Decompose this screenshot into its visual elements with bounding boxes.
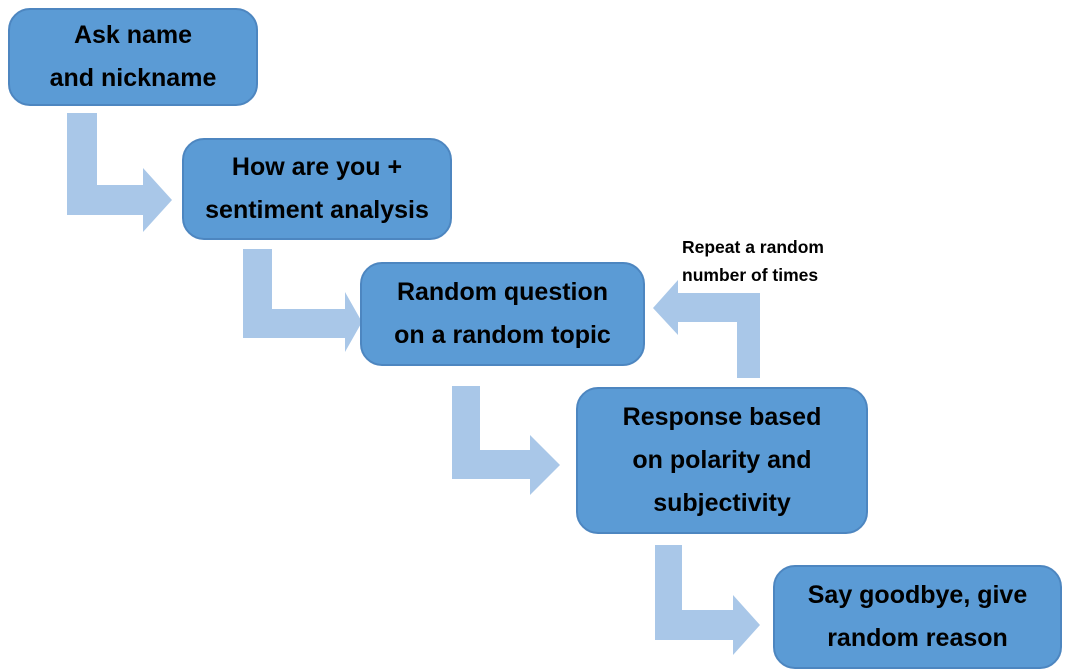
flow-arrow-3 [452,386,560,495]
flow-arrow-2 [243,249,362,352]
node-text-line: Ask name [73,21,193,49]
repeat-loop-label: Repeat a random number of times [682,233,824,289]
node-text-line: Random question [396,278,609,306]
repeat-loop-label-line: number of times [682,265,819,285]
node-text-line: Say goodbye, give [807,581,1028,609]
node-goodbye: Say goodbye, give random reason [773,565,1062,669]
node-text-line: How are you + [231,153,403,181]
flow-arrow-1 [67,113,172,232]
node-text-line: random reason [827,624,1008,652]
repeat-loop-arrow [653,280,760,378]
node-text-line: subjectivity [653,489,791,517]
node-random-question: Random question on a random topic [360,262,645,366]
node-ask-name: Ask name and nickname [8,8,258,106]
node-text-line: on a random topic [394,321,611,349]
node-how-are-you: How are you + sentiment analysis [182,138,452,240]
node-text-line: on polarity and [632,446,812,474]
node-text-line: and nickname [49,64,217,92]
node-text-line: Response based [622,403,822,431]
node-text-line: sentiment analysis [205,196,429,224]
flow-arrow-4 [655,545,760,655]
node-response: Response based on polarity and subjectiv… [576,387,868,534]
repeat-loop-label-line: Repeat a random [682,237,824,257]
